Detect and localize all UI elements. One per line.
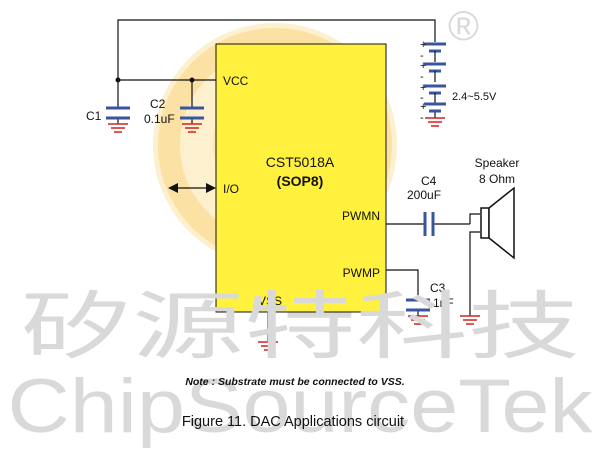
pin-vss-label: VSS <box>258 294 282 308</box>
capacitor-c1-symbol <box>106 106 130 120</box>
c4-label: C4 <box>421 174 437 188</box>
c3-value: 1nF <box>433 296 454 310</box>
c1-label: C1 <box>86 109 102 123</box>
ground-icon <box>460 315 480 325</box>
battery-voltage-label: 2.4~5.5V <box>452 91 497 103</box>
speaker-impedance: 8 Ohm <box>479 172 515 186</box>
svg-text:+: + <box>420 101 426 113</box>
svg-text:+: + <box>420 39 426 51</box>
figure-caption: Figure 11. DAC Applications circuit <box>182 414 404 430</box>
battery-polarity-marks: + - + - + - + - <box>420 39 426 124</box>
speaker-icon <box>480 186 515 260</box>
svg-text:-: - <box>420 71 424 83</box>
ground-icon <box>108 123 128 133</box>
c3-label: C3 <box>430 281 446 295</box>
svg-text:-: - <box>420 50 424 62</box>
chip-part-number: CST5018A <box>266 154 335 170</box>
speaker-label: Speaker <box>475 156 520 170</box>
capacitor-c2-symbol <box>180 106 204 120</box>
battery-symbol <box>424 42 446 113</box>
registered-mark: ® <box>448 2 479 49</box>
pin-pwmn-label: PWMN <box>342 209 380 223</box>
pin-io-label: I/O <box>223 182 239 196</box>
junction-dot <box>115 77 121 83</box>
capacitor-c3-symbol <box>406 298 430 312</box>
pin-pwmp-label: PWMP <box>343 266 380 280</box>
c4-value: 200uF <box>407 188 441 202</box>
watermark-chinese: 矽源特科技 <box>20 284 580 370</box>
svg-text:+: + <box>420 60 426 72</box>
ground-icon <box>425 117 445 127</box>
c2-label: C2 <box>150 97 166 111</box>
capacitor-c4-symbol <box>423 212 435 236</box>
io-bidirectional-arrow-icon <box>168 183 216 193</box>
junction-dot <box>189 77 195 83</box>
svg-text:-: - <box>420 112 424 124</box>
pin-vcc-label: VCC <box>223 74 249 88</box>
substrate-note: Note : Substrate must be connected to VS… <box>185 376 404 388</box>
chip-body <box>215 43 387 313</box>
watermark-english: ChipSourceTek <box>8 364 594 449</box>
wires <box>117 19 480 342</box>
chip-package: (SOP8) <box>277 173 324 189</box>
ground-icon <box>408 315 428 325</box>
ground-icon <box>258 341 278 351</box>
c2-value: 0.1uF <box>144 112 175 126</box>
svg-text:+: + <box>420 82 426 94</box>
svg-text:-: - <box>420 92 424 104</box>
ground-icon <box>182 123 202 133</box>
